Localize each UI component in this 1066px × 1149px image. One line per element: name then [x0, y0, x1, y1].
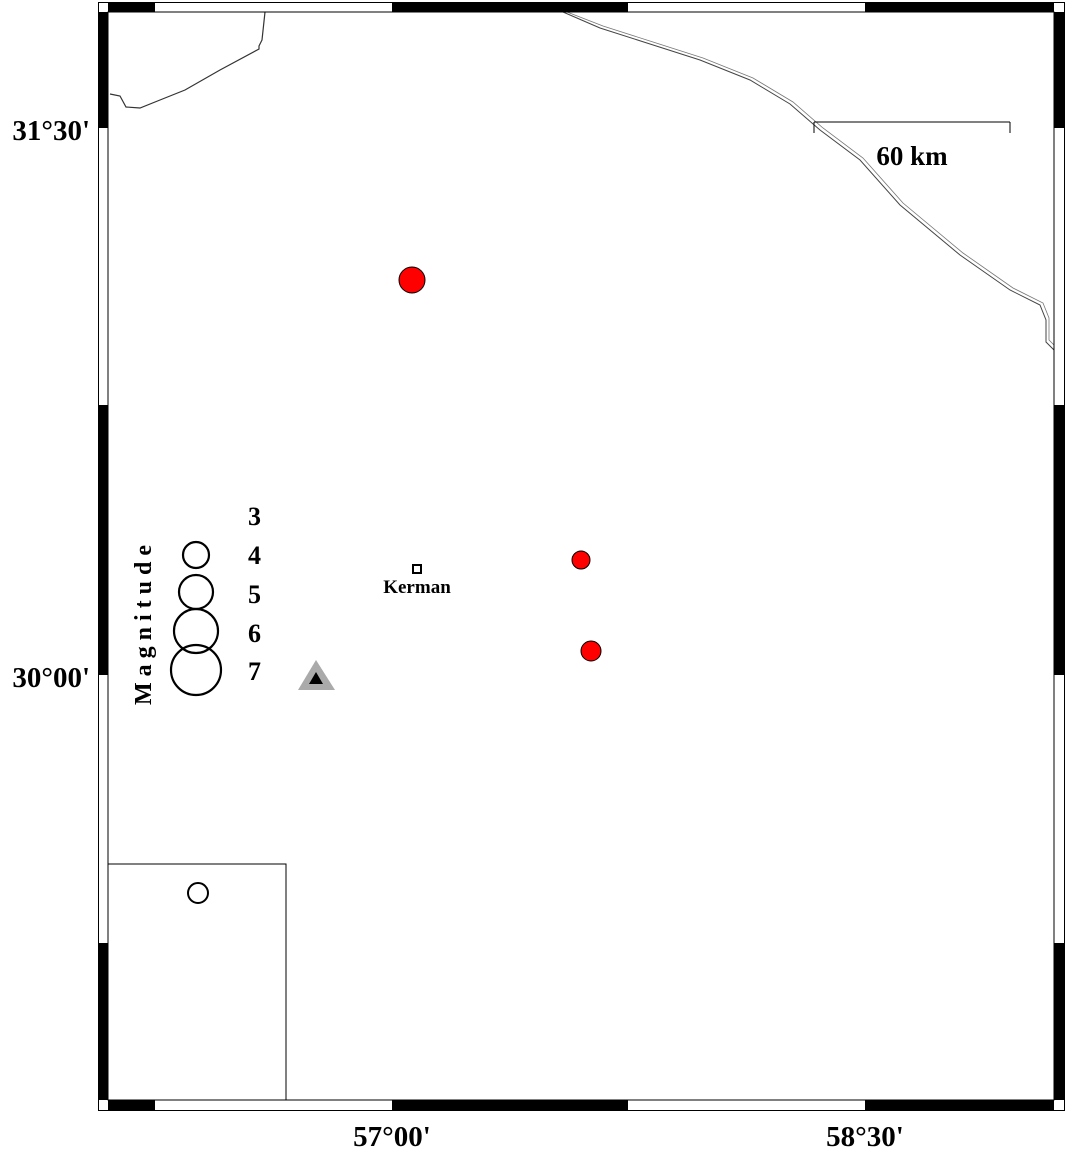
legend-mag-5: 5 [248, 580, 261, 609]
lat-label-30-00: 30°00' [12, 662, 90, 694]
border-line [109, 11, 266, 109]
station-triangle-inner-icon [309, 672, 323, 684]
border-line-a [562, 11, 1055, 351]
inset-event-circle [187, 882, 209, 904]
legend-title: Magnitude [131, 539, 157, 705]
legend-mag-4: 4 [248, 541, 261, 570]
city-label: Kerman [383, 577, 451, 598]
legend-mag-3: 3 [248, 502, 261, 531]
map-frame [98, 2, 1065, 1111]
earthquake-event[interactable] [580, 640, 602, 662]
legend-circle-6 [172, 607, 220, 655]
earthquake-event[interactable] [398, 266, 426, 294]
legend-circle-7 [169, 643, 223, 697]
legend-circle-4 [181, 540, 211, 570]
lon-label-57-00: 57°00' [353, 1121, 431, 1149]
city-marker-icon [412, 564, 422, 574]
scale-bar: 60 km [813, 121, 1011, 171]
border-line-b [566, 11, 1055, 346]
earthquake-event[interactable] [571, 550, 591, 570]
lon-label-58-30: 58°30' [826, 1121, 904, 1149]
magnitude-legend: Magnitude 3 4 5 6 7 [131, 502, 261, 705]
legend-mag-6: 6 [248, 619, 261, 648]
legend-mag-7: 7 [248, 657, 261, 686]
scale-bar-label: 60 km [876, 141, 948, 171]
lat-label-31-30: 31°30' [12, 115, 90, 147]
